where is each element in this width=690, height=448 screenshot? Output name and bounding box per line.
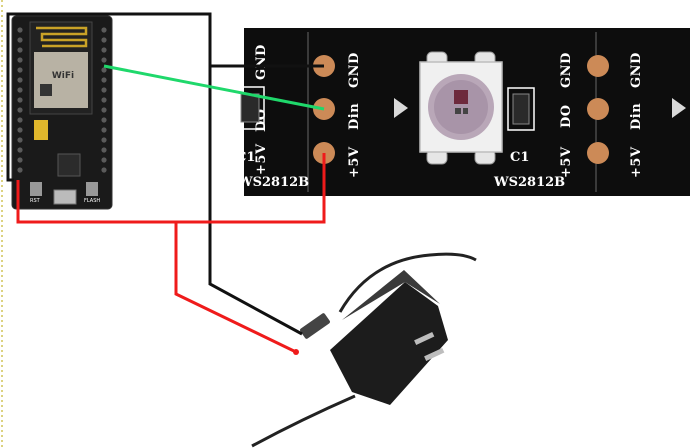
partial-5v-label: +5V xyxy=(254,143,269,175)
capacitor-right: C1 WS2812B xyxy=(493,87,565,190)
flash-button[interactable] xyxy=(86,182,98,196)
wifi-logo-text: WiFi xyxy=(52,71,74,81)
pcb-antenna xyxy=(36,26,88,48)
pin-header-left xyxy=(17,27,23,173)
label-5v-left: +5V xyxy=(347,146,362,178)
direction-arrow-right xyxy=(672,98,686,118)
partial-gnd-label: GND xyxy=(254,44,269,80)
esp-shield xyxy=(34,52,88,108)
pad-group-far-right: GND Din +5V xyxy=(587,52,644,178)
adapter-top-face xyxy=(342,270,440,320)
adapter-body xyxy=(330,282,448,405)
label-gnd-left: GND xyxy=(347,52,362,88)
micro-usb-port[interactable] xyxy=(53,189,77,205)
capacitor-right-label: C1 xyxy=(510,150,529,165)
ac-cable xyxy=(251,394,356,448)
ground-wire-mcu xyxy=(6,12,303,336)
label-5v-far-right: +5V xyxy=(629,146,644,178)
wire-power xyxy=(16,153,326,354)
rst-label: RST xyxy=(30,198,41,204)
pad-din-far-right[interactable] xyxy=(587,98,609,120)
adapter-prong-2 xyxy=(424,347,445,361)
led-strip: GND DO +5V GND Din +5V C1 WS2812B xyxy=(235,28,690,196)
certification-mark xyxy=(40,84,52,96)
chip-left-label: WS2812B xyxy=(237,175,309,190)
flash-label: FLASH xyxy=(84,198,100,204)
pad-5v-far-right[interactable] xyxy=(587,142,609,164)
pin-header-right xyxy=(101,27,107,173)
wire-ground xyxy=(6,12,324,336)
nodemcu-board: WiFi RST FLASH xyxy=(11,15,113,210)
label-din-left: Din xyxy=(347,103,362,130)
direction-arrow-left xyxy=(394,98,408,118)
adapter-prong-1 xyxy=(414,331,435,345)
ws2812b-led xyxy=(419,51,503,165)
dc-barrel-plug xyxy=(300,313,330,339)
pad-group-right-labels: GND DO +5V xyxy=(559,52,574,178)
label-din-far-right: Din xyxy=(629,103,644,130)
capacitor-left: C1 WS2812B xyxy=(235,86,309,190)
data-wire xyxy=(103,64,325,111)
power-adapter xyxy=(251,252,477,448)
wire-data xyxy=(103,64,325,111)
usb-chip xyxy=(57,153,81,177)
chip-right-label: WS2812B xyxy=(493,175,565,190)
rst-button[interactable] xyxy=(30,182,42,196)
capacitor-left-label: C1 xyxy=(236,150,255,165)
label-do-right: DO xyxy=(559,104,574,128)
power-wire-mcu-strip xyxy=(16,153,326,224)
capacitor-yellow xyxy=(34,120,48,140)
label-gnd-far-right: GND xyxy=(629,52,644,88)
pad-gnd-far-right[interactable] xyxy=(587,55,609,77)
dc-cable xyxy=(338,252,477,313)
power-wire-adapter xyxy=(174,222,297,354)
label-5v-right: +5V xyxy=(559,146,574,178)
label-gnd-right: GND xyxy=(559,52,574,88)
